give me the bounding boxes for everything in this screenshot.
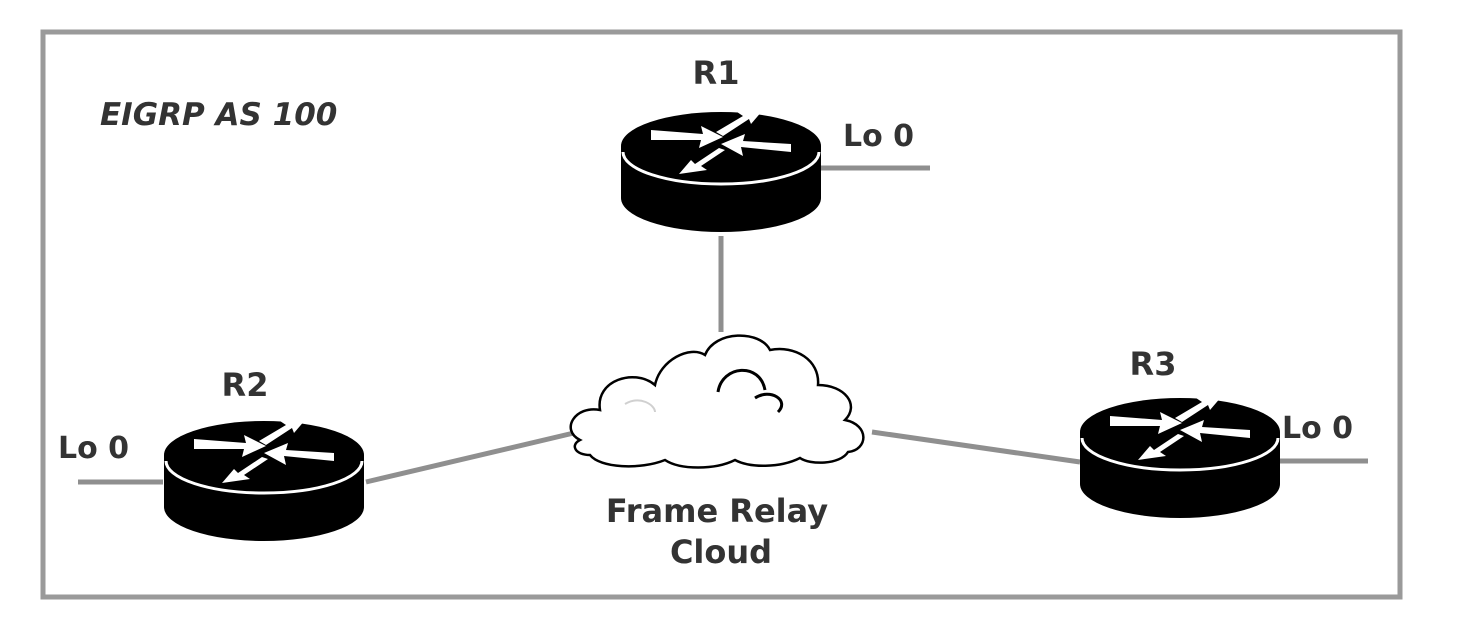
router-name-r3: R3	[1130, 345, 1177, 383]
loopback-label-r3: Lo 0	[1282, 411, 1353, 446]
cloud-label-line2: Cloud	[670, 533, 772, 571]
cloud-icon	[569, 334, 865, 469]
router-icon	[1080, 396, 1280, 518]
router-icon	[164, 419, 364, 541]
link-r3-cloud	[871, 429, 1081, 465]
loopback-label-r1: Lo 0	[843, 119, 914, 154]
link-r2-cloud	[365, 429, 579, 485]
router-name-r1: R1	[693, 54, 740, 92]
router-name-r2: R2	[222, 366, 269, 404]
router-icon	[621, 110, 821, 232]
as-label: EIGRP AS 100	[100, 97, 337, 133]
cloud-label-line1: Frame Relay	[606, 492, 828, 530]
loopback-label-r2: Lo 0	[58, 431, 129, 466]
diagram-frame	[40, 29, 1403, 600]
